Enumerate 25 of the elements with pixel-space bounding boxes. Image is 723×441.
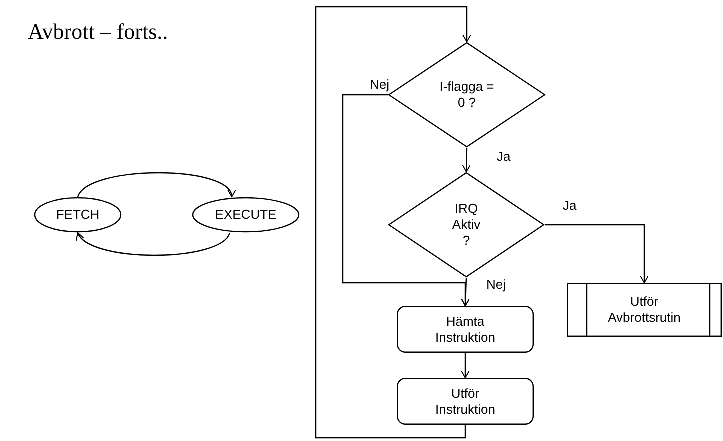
- arrow: [461, 353, 470, 378]
- arrow: [342, 94, 470, 306]
- edge-label: Nej: [486, 277, 506, 293]
- edge-label: Nej: [370, 77, 390, 93]
- title: Avbrott – forts..: [28, 18, 168, 46]
- state-ellipse: [192, 197, 300, 233]
- arrow: [78, 232, 230, 256]
- node-label: IRQ Aktiv ?: [451, 201, 482, 249]
- arrow: [78, 172, 234, 198]
- node-label: FETCH: [56, 207, 100, 223]
- node-label: Utför Avbrottsrutin: [607, 294, 682, 326]
- subroutine-box: [567, 283, 722, 337]
- state-ellipse: [34, 197, 122, 233]
- decision-diamond: [388, 42, 546, 148]
- arrow: [462, 148, 472, 172]
- arrow: [315, 6, 472, 439]
- process-box: [397, 306, 534, 353]
- arrow: [461, 278, 470, 306]
- node-label: EXECUTE: [215, 207, 277, 223]
- arrow: [545, 224, 649, 284]
- node-label: Hämta Instruktion: [434, 314, 496, 346]
- process-box: [397, 378, 534, 425]
- node-label: I-flagga = 0 ?: [438, 79, 496, 111]
- node-label: Utför Instruktion: [434, 386, 496, 418]
- decision-diamond: [388, 172, 545, 278]
